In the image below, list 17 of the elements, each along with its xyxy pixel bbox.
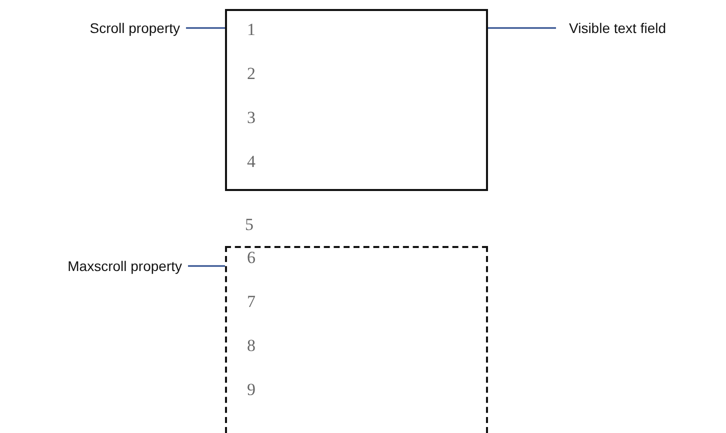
- line-number: 9: [247, 380, 256, 400]
- callout-label: Maxscroll property: [68, 257, 182, 275]
- hidden-area-box: [225, 246, 488, 433]
- line-number: 1: [247, 20, 256, 40]
- callout-label: Visible text field: [569, 19, 666, 37]
- text-field-box: [225, 9, 488, 191]
- line-number: 3: [247, 108, 256, 128]
- leader-line: [186, 27, 225, 29]
- line-number: 4: [247, 152, 256, 172]
- line-number: 5: [245, 215, 254, 235]
- leader-line: [188, 265, 225, 267]
- leader-line: [488, 27, 556, 29]
- line-number: 6: [247, 248, 256, 268]
- line-number: 2: [247, 64, 256, 84]
- callout-label: Scroll property: [90, 19, 180, 37]
- line-number: 7: [247, 292, 256, 312]
- line-number: 8: [247, 336, 256, 356]
